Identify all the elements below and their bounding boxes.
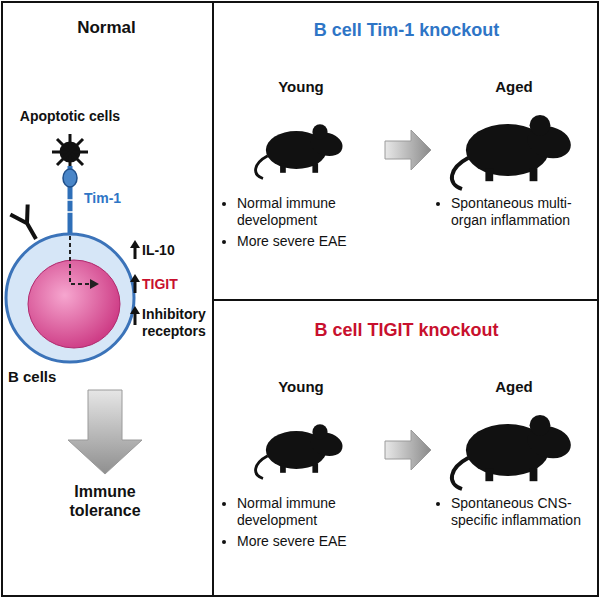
illustration-part <box>57 139 83 165</box>
up-arrow-shaft <box>134 281 137 293</box>
apoptotic-cell-symbol <box>52 134 88 170</box>
bullet-text: Spontaneous CNS-specific inflammation <box>451 495 593 529</box>
tim1-receptor <box>63 166 77 234</box>
b-cell-shape <box>4 232 136 364</box>
panel-title: B cell Tim-1 knockout <box>213 20 600 41</box>
panel: Normal B cells <box>0 0 213 598</box>
illustration-part <box>64 211 76 213</box>
annotation-label: Immune tolerance <box>45 482 165 520</box>
young-mouse <box>256 424 346 478</box>
annotation-label: Tim-1 <box>84 190 144 207</box>
mouse-space <box>221 95 381 195</box>
up-arrow-head <box>130 274 140 282</box>
bullet-text: Spontaneous multi-organ inflammation <box>451 195 593 229</box>
up-arrow-shaft <box>134 313 137 325</box>
bullet-text: More severe EAE <box>237 533 381 550</box>
bullet-text: Normal immune development <box>237 495 381 529</box>
annotation-label: Inhibitory receptors <box>142 306 210 340</box>
panel: B cell Tim-1 knockoutYoungNormal immune … <box>213 0 600 300</box>
mouse-space <box>221 395 381 495</box>
annotation-label: Apoptotic cells <box>8 108 132 125</box>
b-cell: B cells <box>4 232 136 364</box>
panel-divider <box>213 299 598 301</box>
bullet-text: Normal immune development <box>237 195 381 229</box>
mouse-column: AgedSpontaneous CNS-specific inflammatio… <box>435 378 593 533</box>
illustration-part <box>10 204 44 243</box>
mouse-column: YoungNormal immune developmentMore sever… <box>221 378 381 553</box>
panel-title: Normal <box>0 18 213 38</box>
up-arrow <box>130 240 140 259</box>
annotation-label: TIGIT <box>142 276 210 293</box>
up-arrow <box>130 306 140 325</box>
mouse-column: AgedSpontaneous multi-organ inflammation <box>435 78 593 233</box>
aged-mouse <box>452 415 575 489</box>
signal-arrowhead <box>90 279 99 289</box>
mouse-column: YoungNormal immune developmentMore sever… <box>221 78 381 253</box>
annotation-label: IL-10 <box>142 242 210 259</box>
antibody-symbol <box>10 204 44 243</box>
cell-membrane <box>6 234 134 362</box>
bullet-list: Normal immune developmentMore severe EAE <box>221 195 381 249</box>
cell-label: B cells <box>8 368 56 385</box>
tolerance-arrow <box>68 390 142 474</box>
up-arrow-head <box>130 240 140 248</box>
progression-arrow <box>385 130 431 170</box>
column-heading: Aged <box>435 378 593 395</box>
column-heading: Young <box>221 78 381 95</box>
mouse-space <box>435 395 593 495</box>
illustration-part <box>63 169 77 187</box>
bullet-text: More severe EAE <box>237 233 381 250</box>
bullet-list: Spontaneous CNS-specific inflammation <box>435 495 593 529</box>
up-arrow-head <box>130 306 140 314</box>
signal-arrow <box>70 236 90 284</box>
up-arrow-shaft <box>134 247 137 259</box>
panel: B cell TIGIT knockoutYoungNormal immune … <box>213 300 600 598</box>
panel-title: B cell TIGIT knockout <box>213 320 600 341</box>
illustration-part <box>64 199 76 201</box>
column-heading: Aged <box>435 78 593 95</box>
illustration-part <box>57 139 83 165</box>
progression-arrow <box>385 430 431 470</box>
bullet-list: Normal immune developmentMore severe EAE <box>221 495 381 549</box>
column-heading: Young <box>221 378 381 395</box>
up-arrow <box>130 274 140 293</box>
bullet-list: Spontaneous multi-organ inflammation <box>435 195 593 229</box>
cell-nucleus <box>28 260 120 348</box>
aged-mouse <box>452 115 575 189</box>
young-mouse <box>256 124 346 178</box>
mouse-space <box>435 95 593 195</box>
